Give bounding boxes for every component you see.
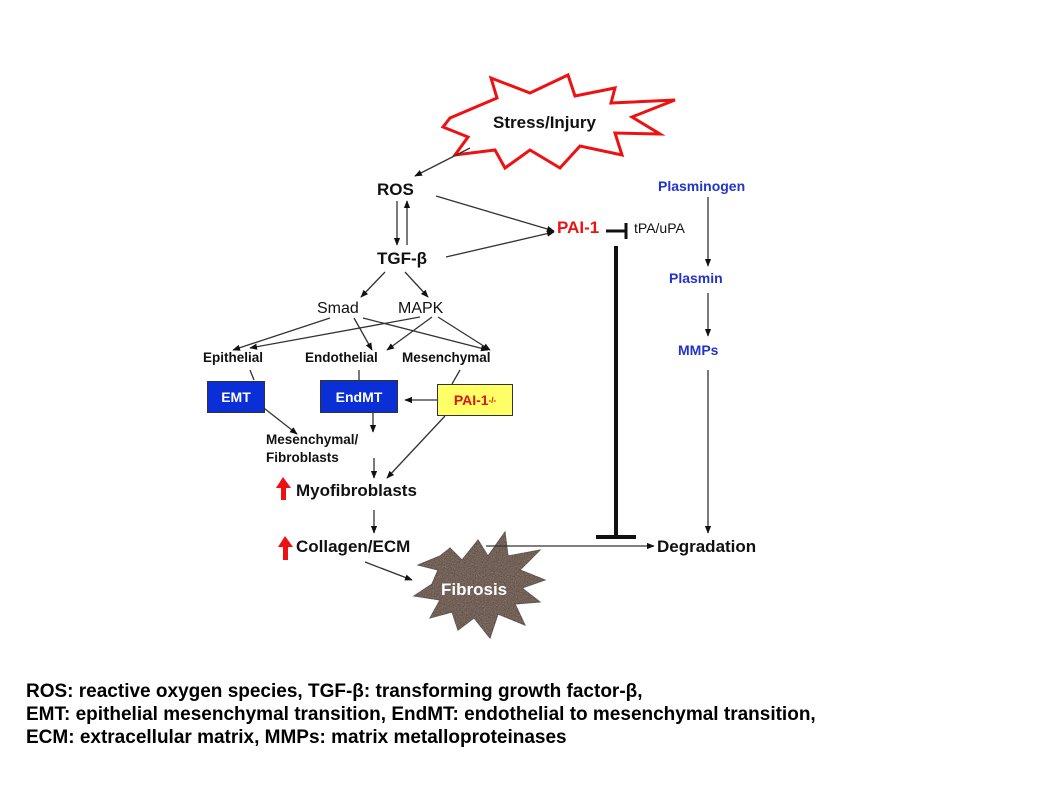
legend-line-2: EMT: epithelial mesenchymal transition, … <box>26 704 816 725</box>
node-mesenchymal-fibroblasts: Mesenchymal/ Fibroblasts <box>266 431 358 467</box>
edge-tgf-to-pai1 <box>445 230 555 258</box>
node-fibrosis: Fibrosis <box>441 580 508 599</box>
edge-mapk-to-mesenchymal <box>437 316 491 351</box>
edge-tgf-to-mapk <box>404 271 429 298</box>
edge-mapk-to-epithelial <box>249 316 421 350</box>
node-degradation: Degradation <box>657 537 757 556</box>
node-tpa-upa: tPA/uPA <box>634 220 685 236</box>
box-endmt: EndMT <box>320 380 398 413</box>
connector-mes-to-pai1ko <box>451 369 461 385</box>
edge-collagen-to-fibrosis <box>364 561 413 581</box>
pai1-knockout-superscript: -/- <box>488 395 497 405</box>
node-endothelial: Endothelial <box>305 350 378 365</box>
up-arrow-myofibroblasts-icon <box>276 477 291 500</box>
edge-mapk-to-endothelial <box>386 316 433 351</box>
node-myofibroblasts: Myofibroblasts <box>296 481 417 500</box>
edge-smad-to-endothelial <box>353 317 373 351</box>
node-epithelial: Epithelial <box>203 350 264 365</box>
box-emt: EMT <box>207 381 265 413</box>
abbreviation-legend: ROS: reactive oxygen species, TGF-β: tra… <box>26 680 816 749</box>
edge-smad-to-mesenchymal <box>362 317 489 352</box>
edge-stress-to-ros <box>414 147 471 177</box>
node-plasmin: Plasmin <box>669 270 723 286</box>
node-collagen-ecm: Collagen/ECM <box>296 537 411 556</box>
box-pai1-knockout: PAI-1-/- <box>437 384 513 416</box>
legend-line-1: ROS: reactive oxygen species, TGF-β: tra… <box>26 681 643 702</box>
up-arrow-collagen-icon <box>278 536 293 560</box>
node-pai1: PAI-1 <box>557 218 600 237</box>
node-ros: ROS <box>377 180 414 199</box>
edge-ros-to-pai1 <box>435 195 555 232</box>
mesfib-line1: Mesenchymal/ <box>266 432 359 447</box>
node-tgf-beta: TGF-β <box>377 249 428 268</box>
node-mapk: MAPK <box>398 300 444 317</box>
edge-pai1_ko-to-myofibroblasts <box>386 415 446 479</box>
node-mmps: MMPs <box>678 342 719 358</box>
pai1-knockout-label: PAI-1 <box>453 392 489 408</box>
legend-line-3: ECM: extracellular matrix, MMPs: matrix … <box>26 727 567 748</box>
edge-tgf-to-smad <box>360 271 386 298</box>
stress-injury-burst <box>440 72 676 171</box>
node-plasminogen: Plasminogen <box>658 178 746 194</box>
connector-epi-to-emt <box>249 369 255 381</box>
edge-emt-to-mesfib <box>259 404 298 435</box>
node-stress-injury: Stress/Injury <box>493 113 596 132</box>
fibrosis-burst <box>412 530 547 640</box>
node-smad: Smad <box>317 300 359 317</box>
edge-smad-to-epithelial <box>232 317 331 351</box>
node-mesenchymal: Mesenchymal <box>402 350 491 365</box>
mesfib-line2: Fibroblasts <box>266 450 339 465</box>
